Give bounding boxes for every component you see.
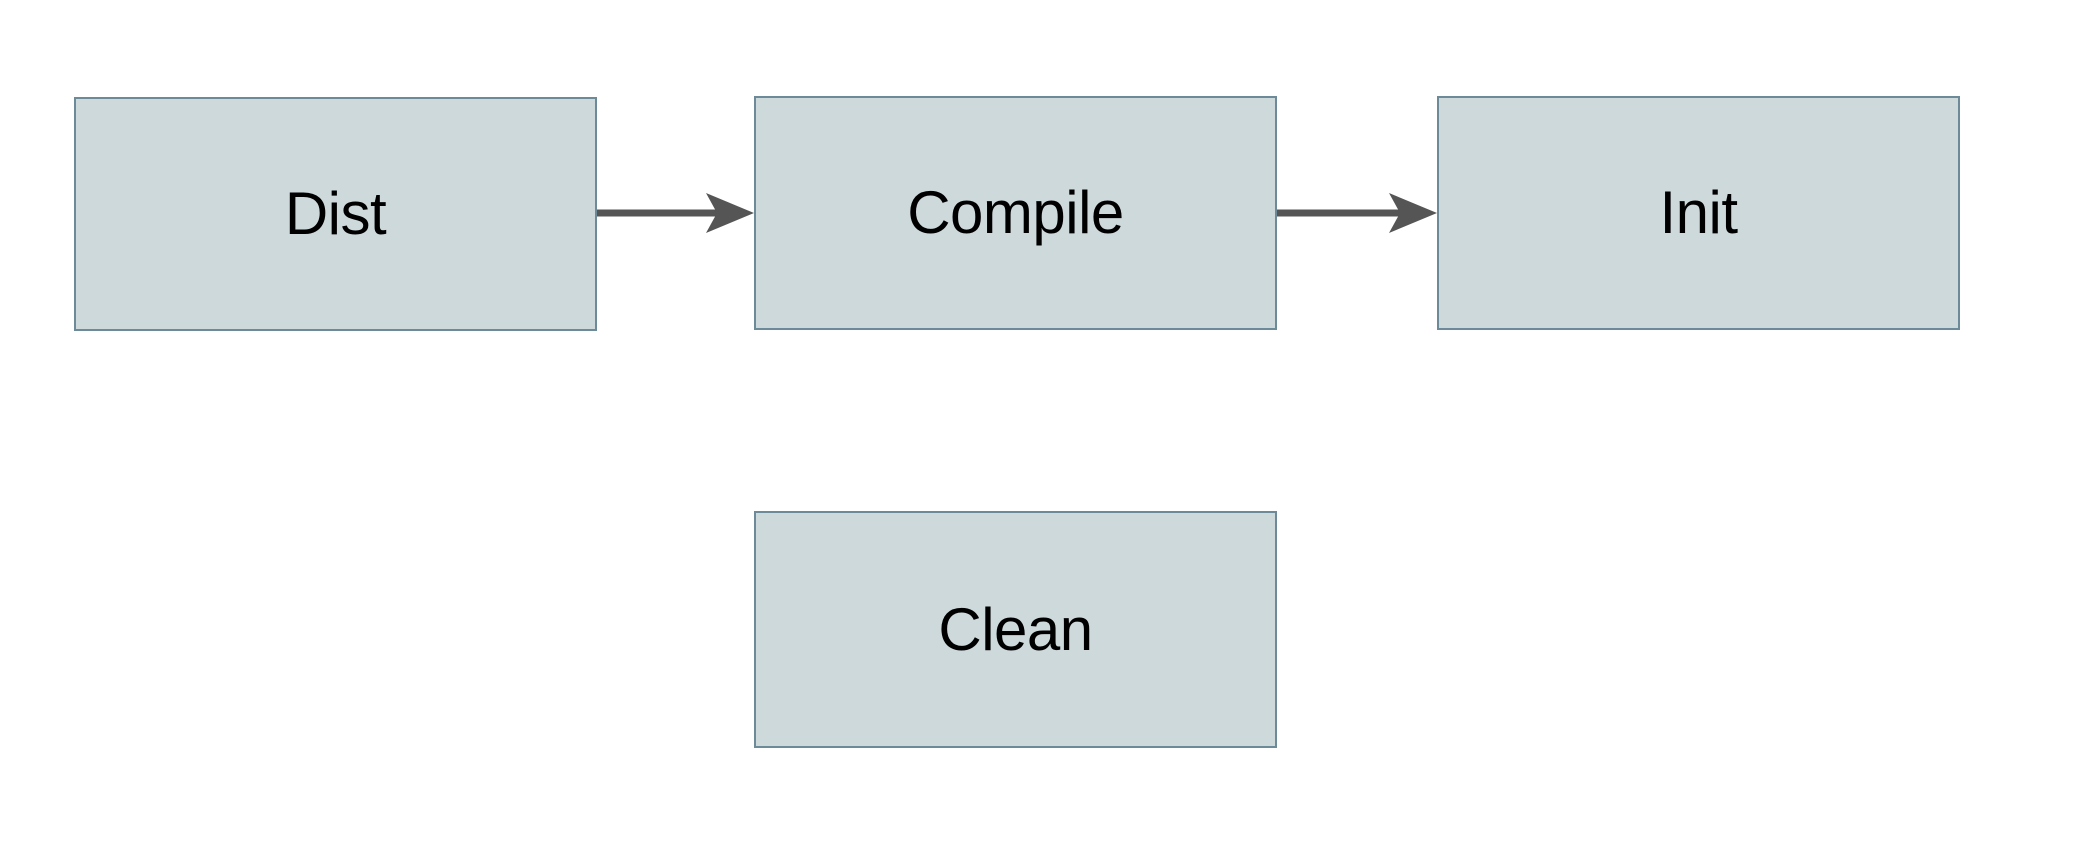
node-label-clean: Clean — [938, 595, 1093, 663]
node-label-compile: Compile — [907, 179, 1124, 246]
edge-dist-to-compile[interactable] — [597, 193, 754, 233]
arrowhead-icon — [706, 193, 754, 233]
node-dist[interactable]: Dist — [74, 97, 597, 331]
node-label-dist: Dist — [284, 180, 387, 247]
node-compile[interactable]: Compile — [754, 96, 1277, 330]
arrowhead-icon — [1389, 193, 1437, 233]
node-label-init: Init — [1659, 179, 1738, 246]
node-init[interactable]: Init — [1437, 96, 1960, 330]
node-clean[interactable]: Clean — [754, 511, 1277, 748]
edge-compile-to-init[interactable] — [1277, 193, 1437, 233]
